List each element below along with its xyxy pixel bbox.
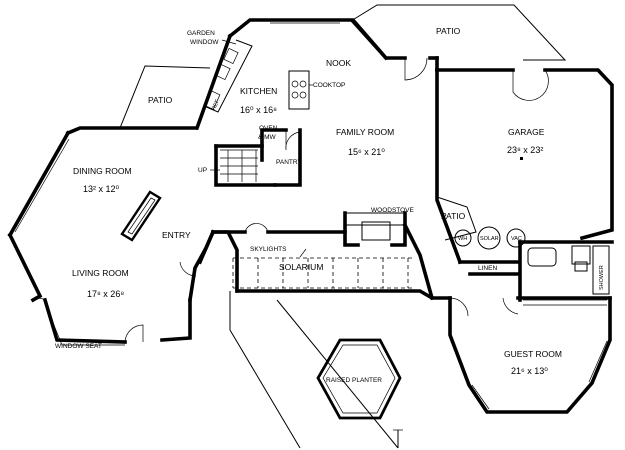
- door-swings: [32, 57, 549, 343]
- bath-fixtures: [523, 245, 610, 306]
- woodstove-box: [344, 212, 406, 241]
- guest-room-dim: 21⁶ x 13⁰: [511, 366, 548, 376]
- dining-room-label: DINING ROOM: [73, 166, 132, 176]
- oven-mw-label: & MW: [258, 134, 277, 141]
- garage-label: GARAGE: [508, 127, 545, 137]
- kitchen-counter: [203, 39, 253, 113]
- cooktop-island: [288, 70, 310, 110]
- kitchen-dim: 16⁰ x 16⁸: [240, 105, 277, 115]
- dining-room-dim: 13² x 12⁰: [83, 184, 120, 194]
- stairs: [210, 149, 258, 182]
- linen-label: LINEN: [478, 265, 497, 272]
- garden-window-label-1: GARDEN: [187, 30, 215, 37]
- window-seat-label: WINDOW SEAT: [55, 343, 102, 350]
- solarium-label: SOLARIUM: [279, 262, 323, 272]
- patio-right-label: PATIO: [441, 211, 466, 221]
- garage-marker: [520, 157, 523, 160]
- room-labels: GARDEN WINDOW PATIO NOOK KITCHEN 16⁰ x 1…: [55, 26, 605, 384]
- entry-label: ENTRY: [162, 230, 191, 240]
- windows: [11, 22, 608, 410]
- skylights-label: SKYLIGHTS: [250, 246, 287, 253]
- utility-circles: [454, 226, 526, 250]
- solarium-skylights: [232, 248, 415, 289]
- walkway: [229, 291, 403, 449]
- up-label: UP: [198, 167, 207, 174]
- raised-planter-outline: [316, 338, 402, 420]
- shower-label: SHOWER: [599, 265, 605, 290]
- interior-walls: [197, 128, 520, 301]
- family-room-label: FAMILY ROOM: [336, 127, 394, 137]
- vac-label: VAC: [511, 236, 522, 242]
- guest-room-label: GUEST ROOM: [504, 349, 562, 359]
- patio-left-label: PATIO: [148, 95, 173, 105]
- oven-label: OVEN: [259, 125, 278, 132]
- cooktop-label: COOKTOP: [313, 82, 345, 89]
- raised-planter-label: RAISED PLANTER: [326, 377, 382, 384]
- entry-bench: [120, 190, 162, 242]
- garage-dim: 23⁸ x 23²: [507, 145, 543, 155]
- living-room-dim: 17⁸ x 26⁸: [87, 289, 124, 299]
- living-room-label: LIVING ROOM: [72, 268, 129, 278]
- pantry-label: PANTRY: [276, 159, 302, 166]
- patio-top-label: PATIO: [436, 26, 461, 36]
- solar-label: SOLAR: [480, 236, 499, 242]
- ref-label: REF.: [211, 98, 222, 112]
- family-room-dim: 15⁶ x 21⁰: [348, 147, 385, 157]
- patio-right-outline: [436, 196, 477, 241]
- nook-label: NOOK: [326, 58, 351, 68]
- garden-window-label-2: WINDOW: [190, 39, 219, 46]
- wh-label: WH: [458, 236, 467, 242]
- kitchen-label: KITCHEN: [240, 86, 277, 96]
- woodstove-label: WOODSTOVE: [371, 207, 415, 214]
